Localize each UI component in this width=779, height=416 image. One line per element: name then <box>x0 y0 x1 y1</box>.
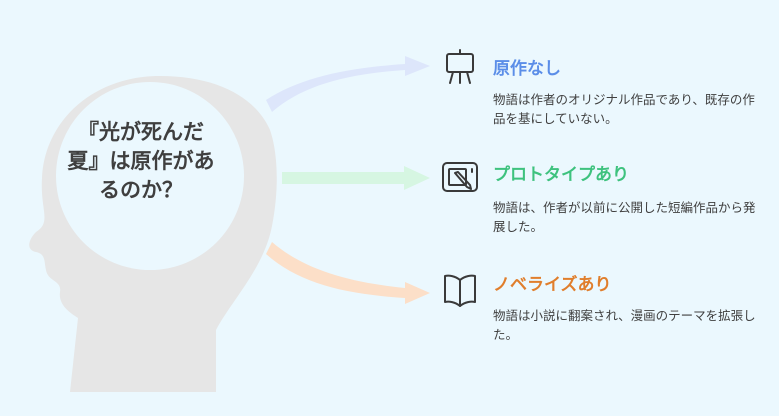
easel-icon <box>446 49 474 84</box>
option-2-description: 物語は、作者が以前に公開した短編作品から発展した。 <box>493 200 756 234</box>
option-2-title: プロトタイプあり <box>493 165 629 185</box>
option-3-title: ノベライズあり <box>493 275 612 295</box>
open-book-icon <box>444 274 476 307</box>
drawing-tablet-icon <box>442 162 478 192</box>
arrow-to-option-2 <box>282 166 430 190</box>
central-question: 『光が死んだ夏』は原作があるのか？ <box>67 120 215 202</box>
option-3-description: 物語は小説に翻案され、漫画のテーマを拡張した。 <box>493 308 756 342</box>
option-1-title: 原作なし <box>493 59 561 79</box>
option-1-description: 物語は作者のオリジナル作品であり、既存の作品を基にしていない。 <box>493 92 755 126</box>
arrow-to-option-1 <box>266 56 430 112</box>
thought-circle <box>56 82 244 270</box>
arrow-to-option-3 <box>266 242 430 304</box>
